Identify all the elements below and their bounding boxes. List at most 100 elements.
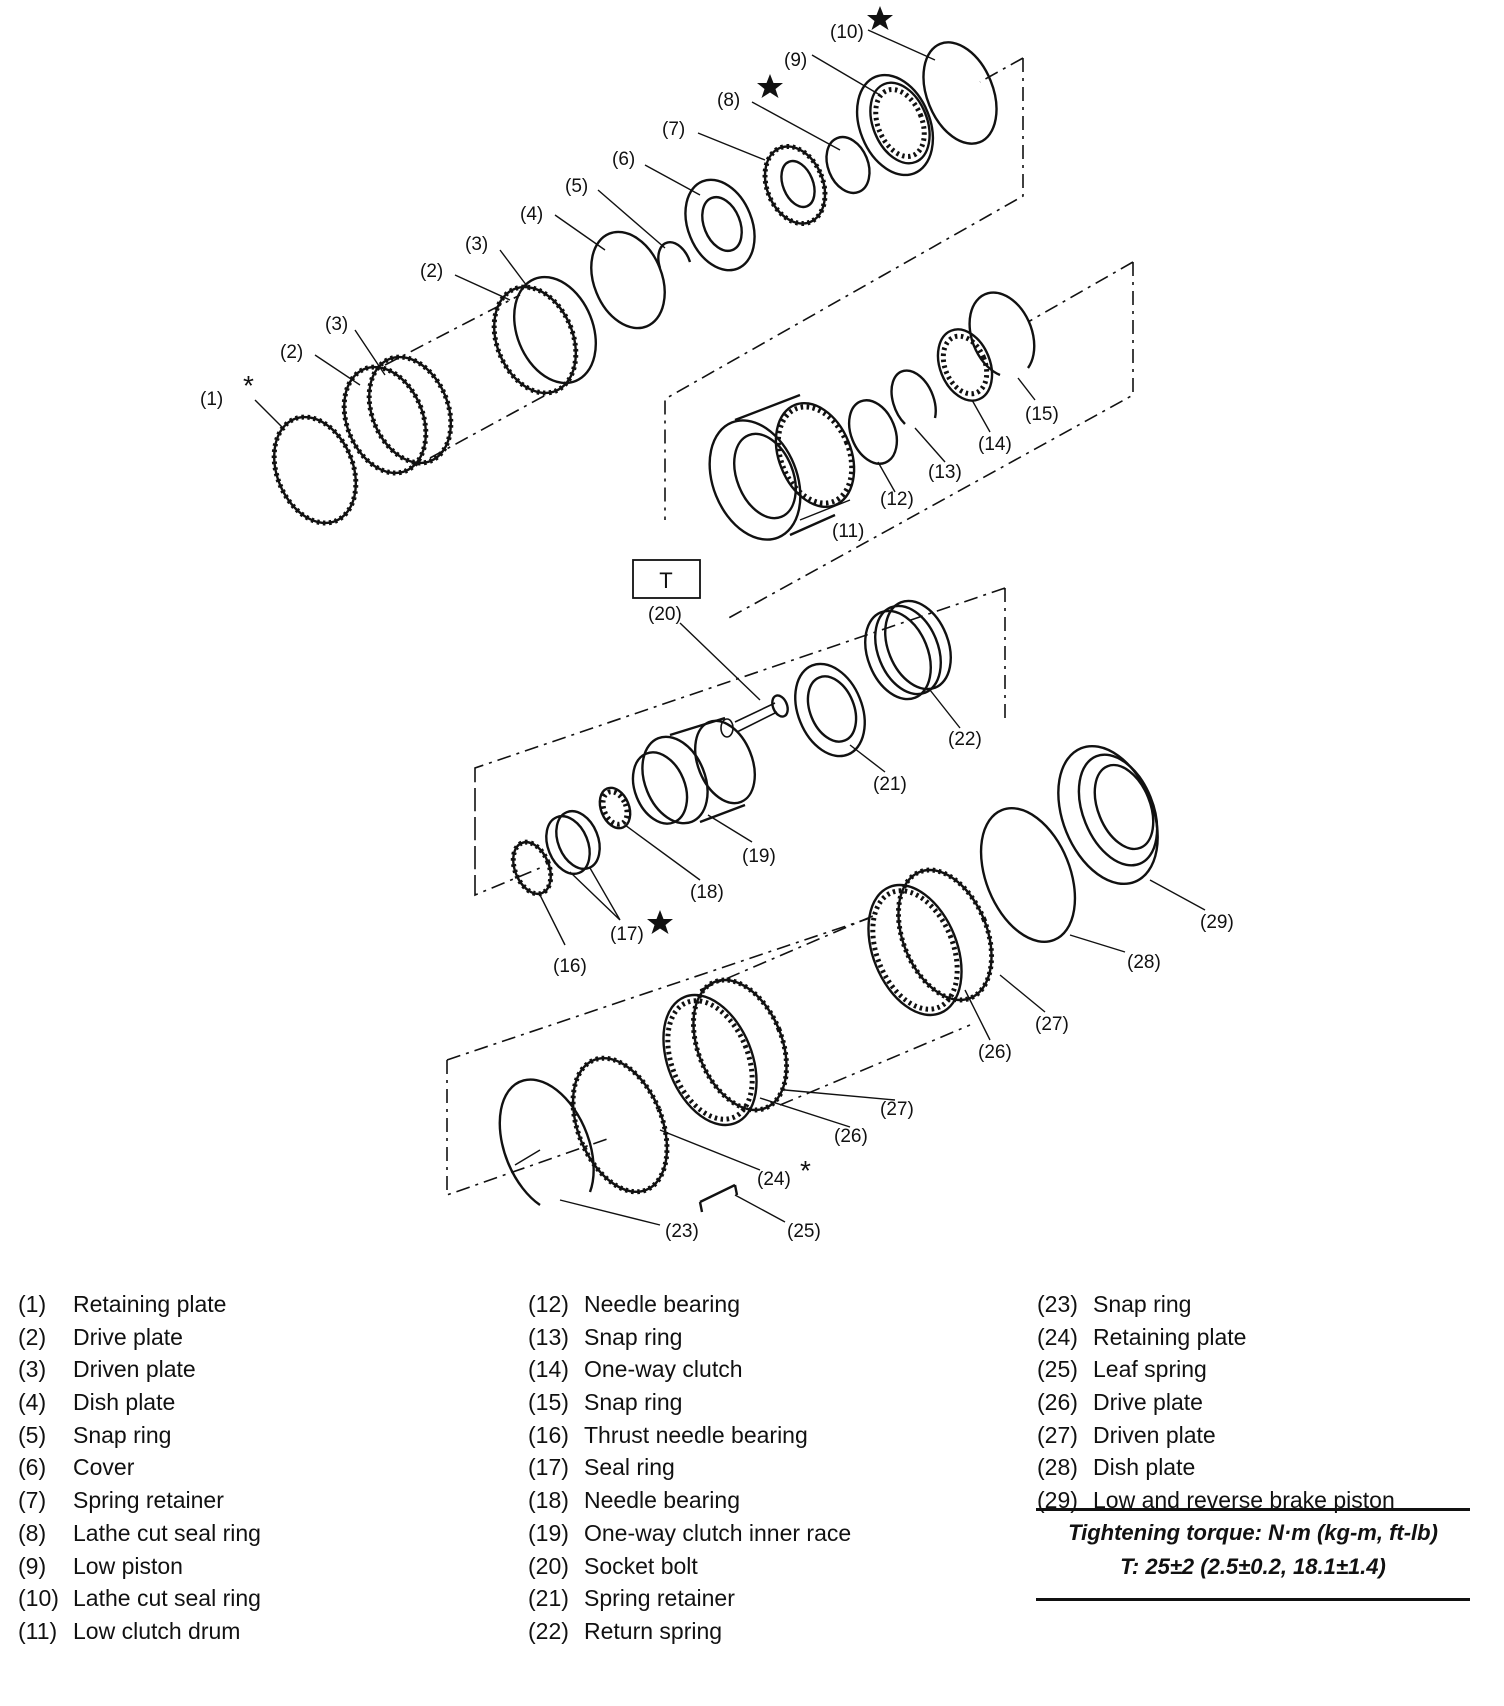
upper-group-frame <box>664 57 1024 520</box>
part-8-lathe-cut-seal-ring <box>825 135 871 195</box>
legend-item: (20)Socket bolt <box>528 1552 698 1579</box>
callout-7: (7) <box>662 119 685 140</box>
legend-item: (13)Snap ring <box>528 1323 683 1350</box>
callout-21: (21) <box>873 774 907 795</box>
part-25-leaf-spring <box>698 1183 739 1213</box>
part-29-low-and-reverse-brake-piston <box>1057 744 1159 886</box>
callout-3-upper-mid: (3) <box>465 234 488 255</box>
legend-item: (24)Retaining plate <box>1037 1323 1247 1350</box>
torque-bottom-rule <box>1036 1598 1470 1601</box>
callout-9: (9) <box>784 50 807 71</box>
part-20-socket-bolt <box>720 694 789 738</box>
legend-item: (26)Drive plate <box>1037 1389 1203 1416</box>
bottom-group-frame <box>446 917 871 1197</box>
callout-17: (17) <box>610 924 644 945</box>
legend-item: (22)Return spring <box>528 1617 723 1644</box>
callout-13: (13) <box>928 462 962 483</box>
part-14-one-way-clutch <box>936 328 994 402</box>
callout-1: (1) <box>200 389 223 410</box>
legend-column-2: (12)Needle bearing (13)Snap ring (14)One… <box>528 1288 851 1648</box>
legend-item: (23)Snap ring <box>1037 1291 1192 1317</box>
legend-item: (25)Leaf spring <box>1037 1356 1207 1383</box>
callout-2-upper-left: (2) <box>280 342 303 363</box>
part-18-needle-bearing <box>598 786 632 830</box>
part-24-retaining-plate <box>570 1055 670 1195</box>
callout-12: (12) <box>880 489 914 510</box>
torque-top-rule <box>1036 1508 1470 1511</box>
parts-legend: (1)Retaining plate (2)Drive plate (3)Dri… <box>0 1288 1504 1688</box>
part-15-snap-ring <box>968 291 1036 377</box>
callout-5: (5) <box>565 176 588 197</box>
callout-23: (23) <box>665 1221 699 1242</box>
legend-item: (7)Spring retainer <box>18 1487 224 1514</box>
lower-group-frame <box>474 587 1006 897</box>
part-11-low-clutch-drum <box>708 393 856 541</box>
legend-item: (15)Snap ring <box>528 1389 683 1416</box>
part-13-snap-ring <box>890 369 937 425</box>
asterisk-mark-1: * <box>243 370 254 401</box>
callout-6: (6) <box>612 149 635 170</box>
legend-item: (12)Needle bearing <box>528 1291 741 1317</box>
asterisk-mark-24: * <box>800 1155 811 1186</box>
callout-18: (18) <box>690 882 724 903</box>
exploded-view-diagram: T (1) (2) (3) <box>200 6 1234 1242</box>
callout-25: (25) <box>787 1221 821 1242</box>
callout-29: (29) <box>1200 912 1234 933</box>
legend-item: (10)Lathe cut seal ring <box>18 1585 261 1612</box>
part-6-cover <box>684 178 756 272</box>
part-17-seal-ring <box>545 809 601 876</box>
callout-26-right: (26) <box>978 1042 1012 1063</box>
legend-item: (2)Drive plate <box>18 1323 183 1350</box>
part-1-retaining-plate <box>271 414 359 526</box>
legend-item: (18)Needle bearing <box>528 1487 741 1514</box>
legend-item: (14)One-way clutch <box>528 1356 743 1383</box>
part-22-return-spring <box>864 599 952 701</box>
legend-item: (3)Driven plate <box>18 1356 196 1383</box>
legend-item: (1)Retaining plate <box>18 1291 227 1317</box>
part-12-needle-bearing <box>847 399 899 465</box>
torque-marker-box <box>632 559 701 599</box>
part-26-27-plate-stack-b <box>867 867 995 1017</box>
part-2-3-plate-stack-b <box>491 275 598 396</box>
legend-item: (27)Driven plate <box>1037 1421 1216 1448</box>
legend-item: (6)Cover <box>18 1454 135 1481</box>
legend-item: (4)Dish plate <box>18 1389 176 1416</box>
callout-24: (24) <box>757 1169 791 1190</box>
part-2-3-plate-stack-a <box>341 294 556 476</box>
callout-19: (19) <box>742 846 776 867</box>
legend-item: (5)Snap ring <box>18 1421 172 1448</box>
callout-2-upper-mid: (2) <box>420 261 443 282</box>
torque-marker-label: T <box>659 568 672 593</box>
tightening-torque-box: Tightening torque: N·m (kg-m, ft-lb) T: … <box>1036 1508 1470 1636</box>
legend-item: (9)Low piston <box>18 1552 183 1579</box>
callout-22: (22) <box>948 729 982 750</box>
legend-item: (17)Seal ring <box>528 1454 675 1481</box>
part-21-spring-retainer <box>794 662 866 758</box>
callout-15: (15) <box>1025 404 1059 425</box>
legend-item: (19)One-way clutch inner race <box>528 1519 852 1546</box>
callout-3-upper-left: (3) <box>325 314 348 335</box>
star-icon-10 <box>867 6 893 30</box>
legend-column-3: (23)Snap ring (24)Retaining plate (25)Le… <box>1037 1288 1395 1517</box>
leader-lines <box>254 29 1206 1226</box>
legend-item: (21)Spring retainer <box>528 1585 735 1612</box>
part-9-low-piston <box>855 73 935 177</box>
callout-14: (14) <box>978 434 1012 455</box>
part-5-snap-ring <box>657 241 692 269</box>
part-23-snap-ring <box>498 1078 595 1206</box>
star-icon-17 <box>647 910 673 934</box>
torque-heading: Tightening torque: N·m (kg-m, ft-lb) <box>1068 1520 1438 1545</box>
part-23-center-mark <box>514 1149 541 1166</box>
callout-26-bottom: (26) <box>834 1126 868 1147</box>
legend-item: (28)Dish plate <box>1037 1454 1196 1481</box>
callout-27-right: (27) <box>1035 1014 1069 1035</box>
middle-group-frame <box>724 261 1134 621</box>
part-7-spring-retainer <box>762 143 828 227</box>
part-19-one-way-clutch-inner-race <box>631 716 756 825</box>
callout-28: (28) <box>1127 952 1161 973</box>
legend-item: (11)Low clutch drum <box>18 1617 241 1644</box>
legend-item: (8)Lathe cut seal ring <box>18 1519 261 1546</box>
legend-column-1: (1)Retaining plate (2)Drive plate (3)Dri… <box>18 1288 261 1648</box>
callout-11: (11) <box>832 521 864 542</box>
callout-4: (4) <box>520 204 543 225</box>
